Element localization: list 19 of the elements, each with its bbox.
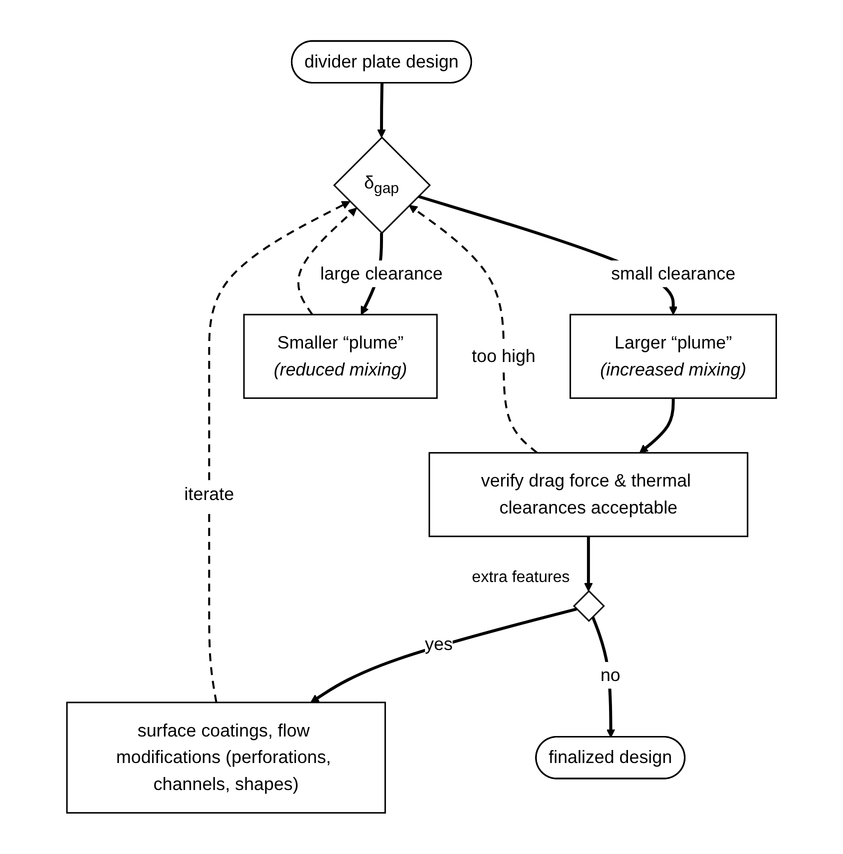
arrow xyxy=(310,608,577,703)
arrow xyxy=(377,83,386,138)
edge-label: large clearance xyxy=(320,263,443,284)
node-diamond xyxy=(572,590,605,622)
node-box: Larger “plume” (increased mixing) xyxy=(569,314,777,399)
edge-label: iterate xyxy=(184,484,234,504)
arrow xyxy=(584,536,593,592)
node-box: surface coatings, flow modifications (perforations, channels, shapes) xyxy=(66,702,386,814)
edge-label: yes xyxy=(424,634,453,654)
edge-label: too high xyxy=(472,346,536,366)
arrow xyxy=(408,205,538,454)
node-box: verify drag force & thermal clearances acceptable xyxy=(428,452,748,538)
arrow xyxy=(297,208,357,316)
edge-label: no xyxy=(600,664,620,685)
arrow xyxy=(208,201,350,703)
arrow xyxy=(639,398,675,454)
edge-label: small clearance xyxy=(610,263,736,284)
node-diamond: δ$_{gap}$ xyxy=(333,136,431,234)
node-box: Smaller “plume” (reduced mixing) xyxy=(243,314,438,399)
